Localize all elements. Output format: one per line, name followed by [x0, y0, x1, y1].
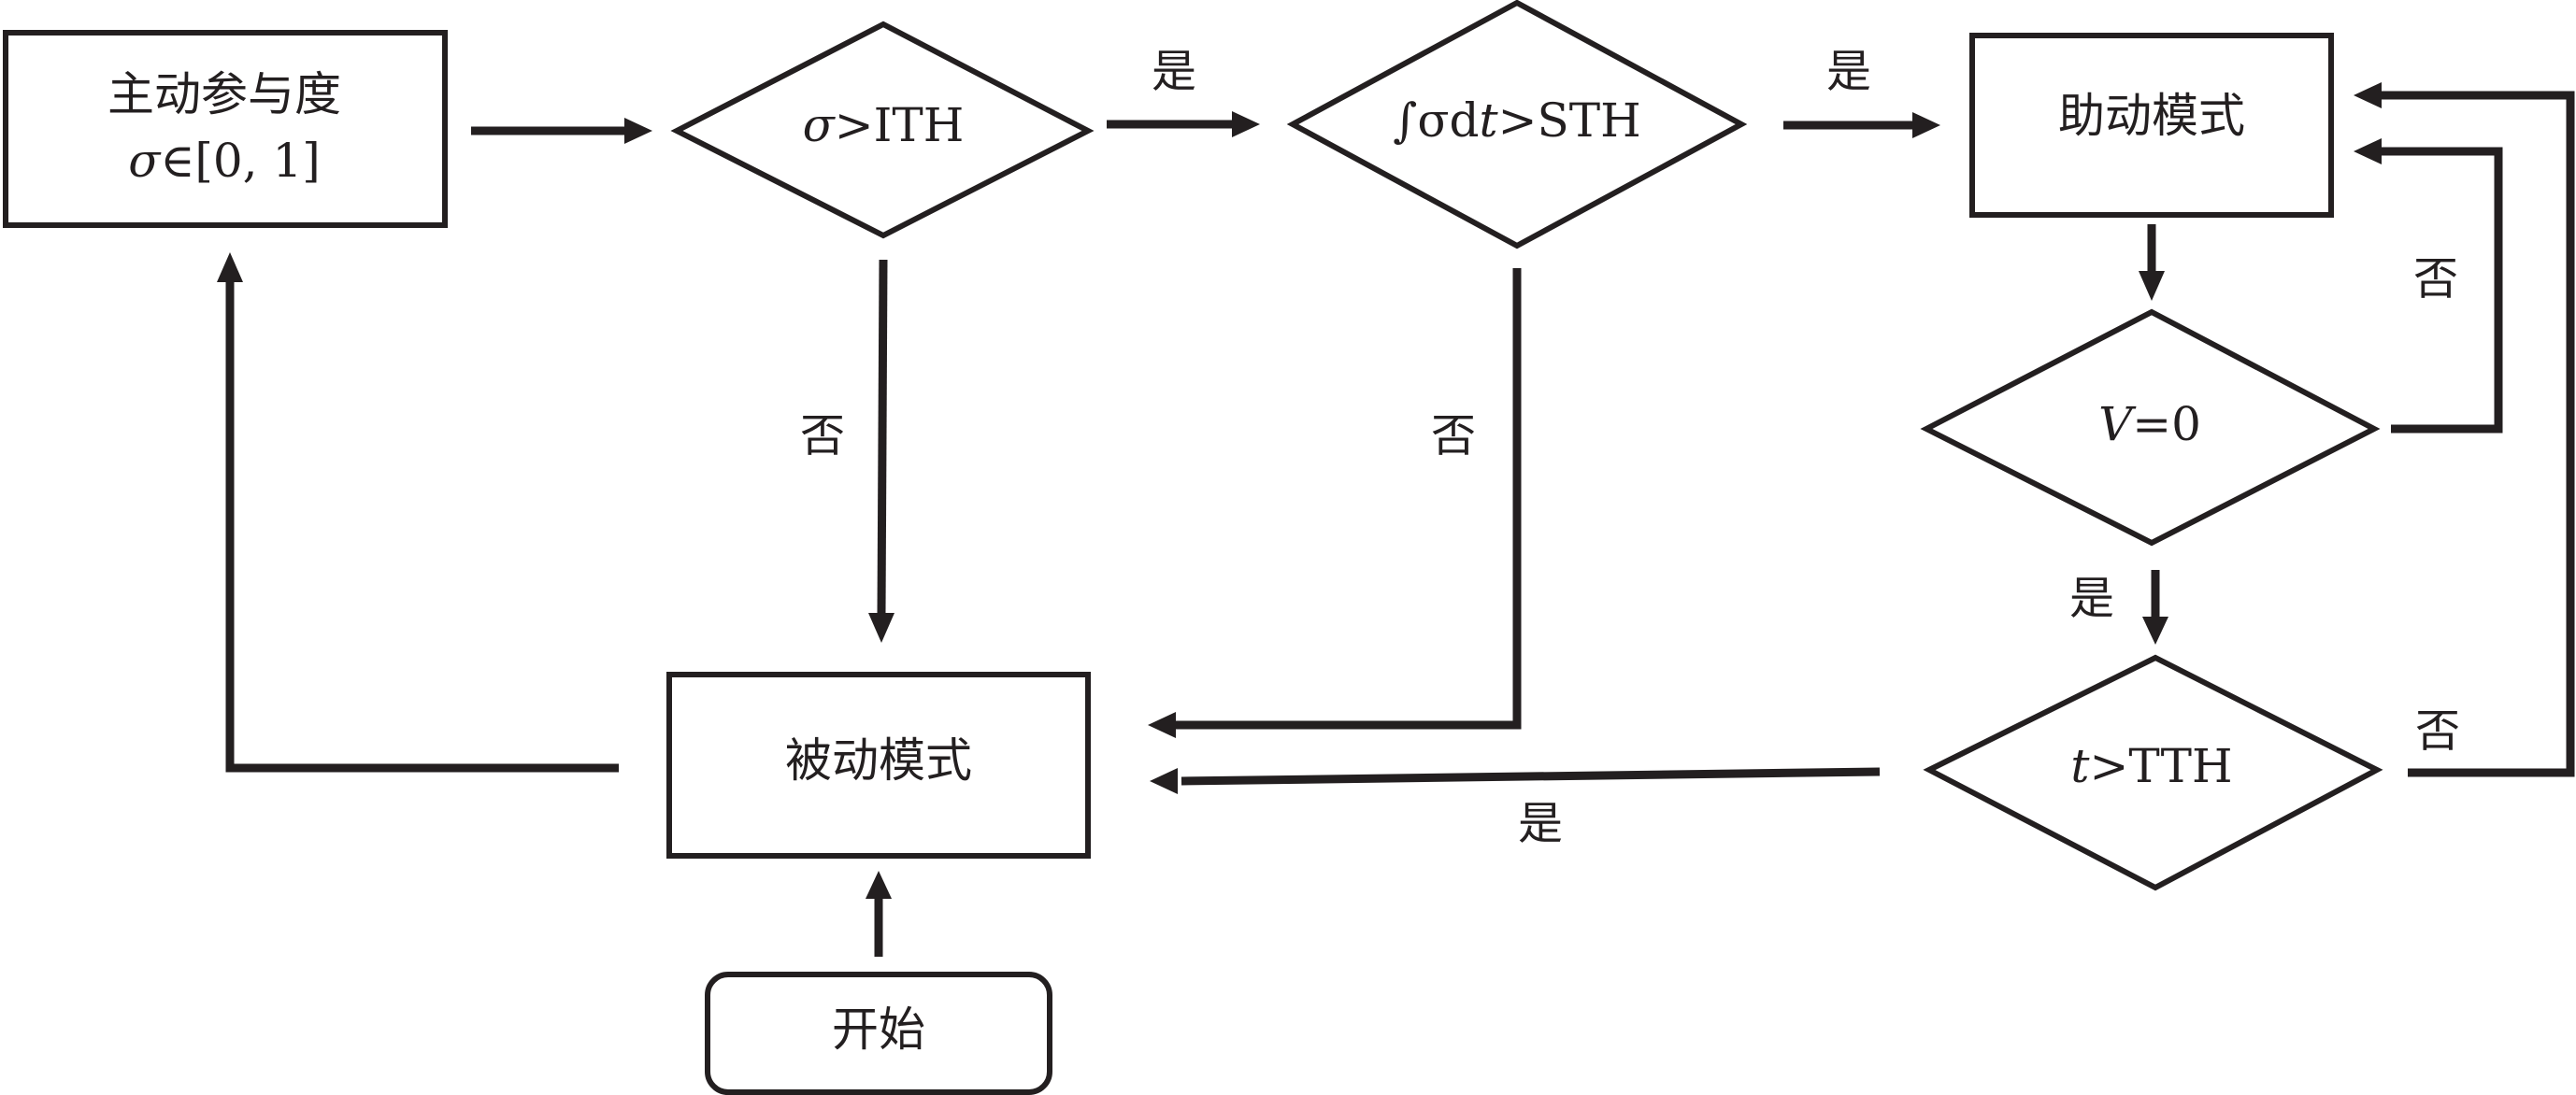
arrow-engagement-to-ith — [471, 118, 652, 144]
engagement-title: 主动参与度 — [107, 67, 341, 121]
arrow-ith-yes-to-sth — [1107, 111, 1260, 137]
arrow-v0-yes-to-tth — [2142, 570, 2168, 645]
decision-tth-var: t — [2070, 739, 2090, 793]
decision-sth-condition: >STH — [1498, 93, 1641, 148]
arrow-tth-no-to-assist — [2354, 82, 2575, 777]
decision-ith-text: σ>ITH — [803, 98, 965, 152]
label-tth-no: 否 — [2415, 705, 2460, 758]
decision-tth-text: t>TTH — [2070, 739, 2232, 793]
arrow-sth-yes-to-assist — [1783, 112, 1940, 138]
arrow-v0-no-to-assist — [2354, 138, 2503, 434]
decision-tth: t>TTH — [1923, 654, 2383, 891]
arrow-ith-no-to-passive — [868, 259, 894, 643]
label-v0-yes: 是 — [2069, 573, 2114, 625]
decision-tth-condition: >TTH — [2089, 739, 2232, 793]
arrow-start-to-passive — [866, 871, 892, 957]
decision-ith-condition: >ITH — [835, 98, 965, 152]
assist-mode-label: 助动模式 — [2058, 89, 2245, 143]
decision-sth: ∫σdt>STH — [1286, 0, 1748, 249]
decision-sth-var: t — [1479, 93, 1498, 148]
decision-v0-condition: =0 — [2132, 397, 2201, 451]
decision-v0-var: V — [2098, 397, 2137, 451]
decision-sth-integral: ∫σd — [1393, 93, 1479, 148]
label-sth-no: 否 — [1431, 410, 1476, 462]
decision-v0: V=0 — [1920, 308, 2381, 547]
label-ith-yes: 是 — [1152, 46, 1196, 98]
label-v0-no: 否 — [2413, 253, 2458, 306]
arrow-passive-to-engagement — [217, 252, 619, 773]
passive-mode-label: 被动模式 — [785, 733, 972, 788]
decision-ith-symbol: σ — [803, 98, 837, 152]
arrow-tth-yes-to-passive — [1150, 767, 1881, 794]
decision-sth-text: ∫σdt>STH — [1393, 93, 1640, 148]
engagement-box: 主动参与度 σ∈[0, 1] — [3, 30, 448, 228]
assist-mode-box: 助动模式 — [1969, 33, 2334, 218]
arrow-assist-to-v0 — [2139, 224, 2165, 301]
passive-mode-box: 被动模式 — [666, 672, 1091, 859]
start-node: 开始 — [705, 972, 1052, 1095]
engagement-range-value: ∈[0, 1] — [160, 134, 320, 188]
label-sth-yes: 是 — [1826, 46, 1871, 98]
engagement-range: σ∈[0, 1] — [128, 134, 321, 188]
decision-v0-text: V=0 — [2098, 397, 2201, 451]
label-tth-yes: 是 — [1518, 798, 1563, 850]
label-ith-no: 否 — [800, 410, 845, 462]
decision-ith: σ>ITH — [670, 21, 1095, 239]
arrow-sth-no-to-passive — [1148, 268, 1522, 738]
engagement-range-symbol: σ — [128, 134, 162, 188]
start-label: 开始 — [832, 1003, 925, 1057]
